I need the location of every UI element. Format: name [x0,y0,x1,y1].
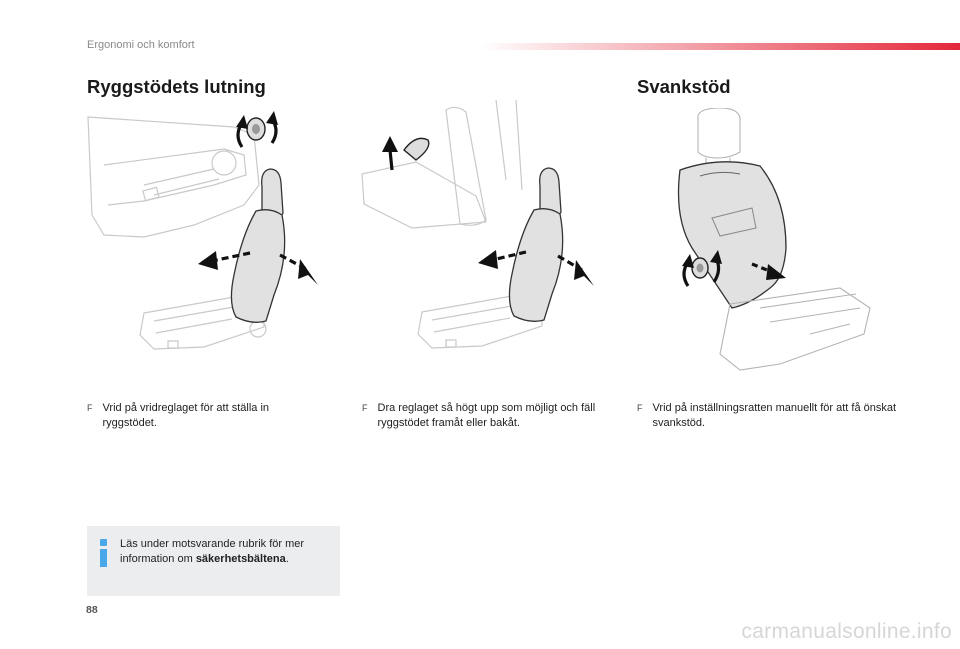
title-lumbar-support: Svankstöd [637,76,731,97]
bullet-icon: F [637,403,643,413]
header-accent-bar [480,43,960,50]
bullet-icon: F [362,403,368,413]
instruction-text: Vrid på vridreglaget för att ställa in r… [102,402,270,429]
info-box: Läs under motsvarande rubrik för mer inf… [87,526,340,596]
bullet-icon: F [87,403,93,413]
page-number: 88 [86,604,98,616]
seat-lever-illustration [361,100,594,349]
watermark: carmanualsonline.info [741,620,952,643]
info-text: Läs under motsvarande rubrik för mer inf… [120,538,305,565]
title-backrest-tilt: Ryggstödets lutning [87,76,266,97]
info-icon [99,539,109,567]
instruction-text: Dra reglaget så högt upp som möjligt och… [377,402,596,429]
seat-lumbar-illustration [677,108,871,371]
instruction-lumbar: F Vrid på inställningsratten manuellt fö… [637,401,897,431]
instruction-lever: F Dra reglaget så högt upp som möjligt o… [362,401,610,431]
instruction-text: Vrid på inställningsratten manuellt för … [652,402,897,429]
info-link-seatbelts: säkerhetsbältena [195,553,286,565]
seat-rotary-knob-illustration [87,111,318,350]
instruction-rotary-knob: F Vrid på vridreglaget för att ställa in… [87,401,322,431]
section-header: Ergonomi och komfort [87,39,195,51]
